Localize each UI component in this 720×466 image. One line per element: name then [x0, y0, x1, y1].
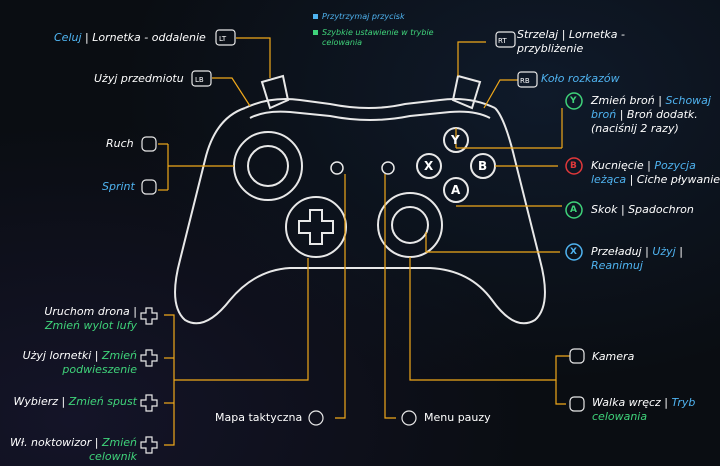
controller-outline: [174, 74, 546, 325]
lt-badge: LT: [219, 35, 227, 43]
menu-label: Menu pauzy: [424, 411, 491, 424]
leader-lines: [158, 37, 570, 446]
y-icon-letter: Y: [570, 96, 577, 106]
a-icon-letter: A: [570, 205, 577, 215]
camera-label: Kamera: [592, 350, 635, 363]
rb-label: Koło rozkazów: [541, 72, 620, 85]
x-button-letter: X: [424, 159, 434, 173]
b-icon-letter: B: [570, 161, 577, 171]
dpad-icons: [140, 307, 158, 454]
lb-label: Użyj przedmiotu: [94, 72, 184, 85]
rt-label: Strzelaj | Lornetka -przybliżenie: [517, 28, 625, 55]
face-label-icons: [565, 92, 583, 261]
view-button: [330, 161, 344, 175]
lt-label: Celuj | Lornetka - oddalenie: [54, 31, 206, 44]
button-badges: [141, 29, 585, 426]
rt-badge: RT: [498, 37, 507, 45]
b-button-letter: B: [478, 159, 488, 173]
y-button-letter: Y: [451, 133, 460, 147]
a-button-letter: A: [451, 183, 461, 197]
legend-hold: Przytrzymaj przycisk: [313, 12, 405, 22]
dpad-right-label: Wybierz | Zmień spust: [13, 395, 137, 408]
x-icon-letter: X: [570, 247, 577, 257]
sprint-label: Sprint: [102, 180, 135, 193]
right-stick: [377, 192, 443, 258]
map-label: Mapa taktyczna: [215, 411, 303, 424]
lb-badge: LB: [195, 76, 204, 84]
dpad-up-label: Uruchom drona |Zmień wylot lufy: [44, 305, 137, 332]
move-label: Ruch: [106, 137, 134, 150]
a-label: Skok | Spadochron: [591, 203, 694, 216]
rb-badge: RB: [520, 77, 530, 85]
left-stick: [233, 131, 303, 201]
x-label: Przeładuj | Użyj |Reanimuj: [591, 245, 683, 272]
menu-button: [381, 161, 395, 175]
dpad: [285, 196, 347, 258]
